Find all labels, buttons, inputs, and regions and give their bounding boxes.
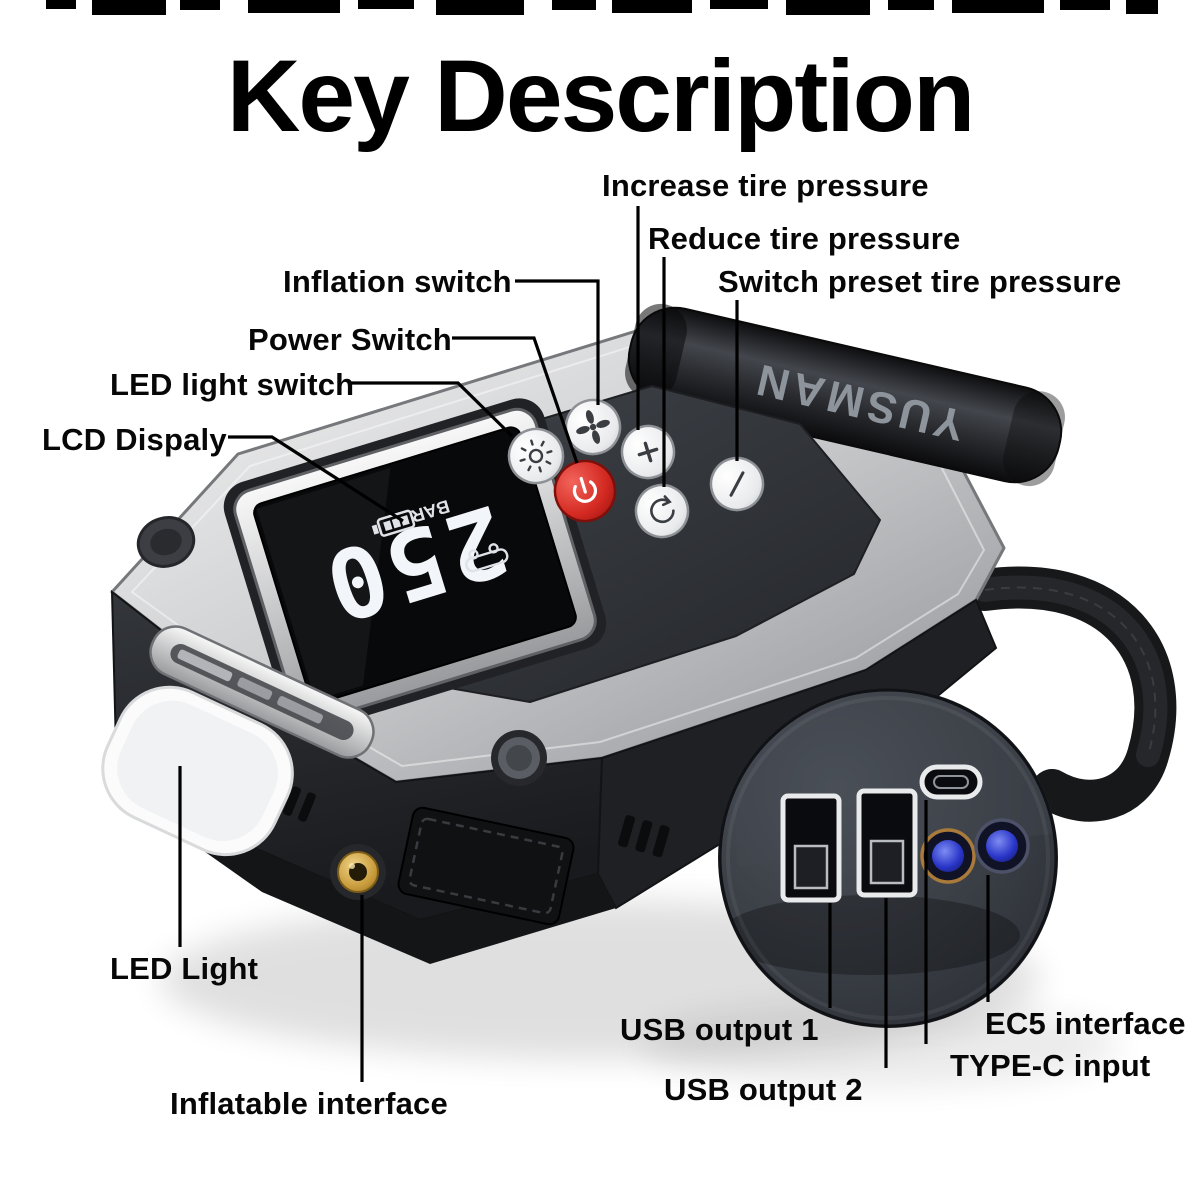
label-power-switch: Power Switch (248, 322, 452, 357)
label-reduce-tire-pressure: Reduce tire pressure (648, 221, 961, 256)
increase-button (620, 424, 676, 480)
front-knob (491, 730, 547, 786)
led-switch-button (507, 427, 565, 485)
label-lcd-display: LCD Dispaly (42, 422, 227, 457)
reduce-button (634, 483, 690, 539)
cropped-title-fragments (46, 0, 1158, 15)
label-type-c-input: TYPE-C input (950, 1048, 1151, 1083)
page-title: Key Description (226, 39, 976, 153)
leader-power-switch (452, 336, 579, 464)
inflation-nozzle (330, 844, 386, 900)
usb-port-2 (856, 788, 918, 898)
control-buttons (507, 398, 765, 539)
label-led-light-switch: LED light switch (110, 367, 355, 402)
inflation-button (564, 398, 622, 456)
power-icon (572, 476, 598, 503)
ports-inset (718, 688, 1058, 1028)
label-inflation-switch: Inflation switch (283, 264, 512, 299)
label-ec5-interface: EC5 interface (985, 1006, 1186, 1041)
label-inflatable-interface: Inflatable interface (170, 1086, 448, 1121)
leader-lcd-display (228, 435, 404, 523)
lcd-display: 250 BAR (223, 398, 607, 732)
label-increase-tire-pressure: Increase tire pressure (602, 168, 929, 203)
led-light-panel (101, 685, 294, 857)
label-switch-preset-tire-pressure: Switch preset tire pressure (718, 264, 1122, 299)
leader-lines (178, 206, 990, 1082)
cycle-icon (650, 495, 675, 524)
type-c-port (919, 764, 983, 800)
leader-inflation-switch (515, 279, 600, 405)
ec5-port-2 (974, 818, 1030, 874)
label-led-light: LED Light (110, 951, 259, 986)
label-usb-output-2: USB output 2 (664, 1072, 863, 1107)
preset-button (709, 456, 765, 512)
usb-port-1 (780, 793, 842, 903)
slash-icon (729, 471, 745, 497)
hand-strap (964, 566, 1177, 822)
label-usb-output-1: USB output 1 (620, 1012, 819, 1047)
light-icon (519, 439, 553, 473)
fan-icon (576, 410, 610, 444)
lcd-car-icon (465, 543, 509, 573)
ec5-port-1 (920, 828, 976, 884)
strap-band (397, 806, 575, 926)
front-trim (149, 625, 375, 759)
leader-led-light-switch (348, 381, 514, 438)
plus-icon (637, 441, 659, 463)
corner-cap (136, 516, 196, 568)
